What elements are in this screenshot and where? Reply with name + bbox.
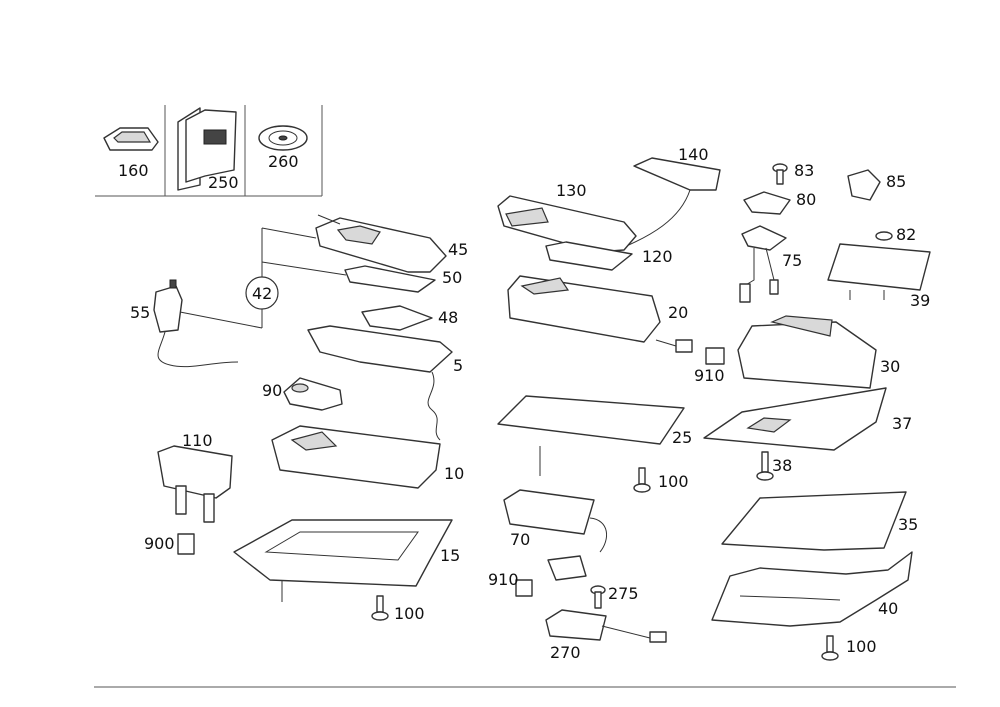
part-910-connector-a xyxy=(705,347,725,365)
part-5-holder xyxy=(307,325,453,441)
part-140-cover xyxy=(633,157,721,191)
part-100-screw-a xyxy=(371,595,389,621)
label-15: 15 xyxy=(440,546,460,565)
label-70: 70 xyxy=(510,530,530,549)
label-10: 10 xyxy=(444,464,464,483)
label-82: 82 xyxy=(896,225,916,244)
label-30: 30 xyxy=(880,357,900,376)
part-260-cd xyxy=(258,125,308,151)
part-50-adapter-plate xyxy=(344,265,436,293)
label-55: 55 xyxy=(130,303,150,322)
part-900-connector xyxy=(177,533,195,555)
label-25: 25 xyxy=(672,428,692,447)
part-100-screw-c xyxy=(821,635,839,661)
label-35: 35 xyxy=(898,515,918,534)
part-70-module xyxy=(503,489,608,553)
label-45: 45 xyxy=(448,240,468,259)
part-48-insert xyxy=(361,305,433,331)
label-75: 75 xyxy=(782,251,802,270)
part-40-frame xyxy=(711,551,913,627)
part-75-harness xyxy=(739,225,787,303)
part-39-bracket xyxy=(827,243,931,300)
label-275: 275 xyxy=(608,584,639,603)
label-100-c: 100 xyxy=(846,637,877,656)
part-35-plate xyxy=(721,491,907,551)
part-20-cradle xyxy=(507,275,693,353)
label-160: 160 xyxy=(118,161,149,180)
label-250: 250 xyxy=(208,173,239,192)
part-10-base xyxy=(271,425,441,489)
part-90-cap xyxy=(283,377,343,411)
part-45-phone xyxy=(315,214,447,273)
label-120: 120 xyxy=(642,247,673,266)
part-130-phone xyxy=(497,195,637,253)
part-275-screw xyxy=(590,585,606,609)
accessory-frame xyxy=(95,105,323,197)
part-15-tray xyxy=(233,519,453,602)
label-42: 42 xyxy=(252,284,272,303)
label-260: 260 xyxy=(268,152,299,171)
label-40: 40 xyxy=(878,599,898,618)
label-48: 48 xyxy=(438,308,458,327)
part-100-screw-b xyxy=(633,467,651,493)
part-37-plate xyxy=(703,387,887,451)
part-270-unit xyxy=(545,609,667,643)
label-910-a: 910 xyxy=(694,366,725,385)
part-83-screw xyxy=(772,163,788,185)
label-90: 90 xyxy=(262,381,282,400)
part-25-plate xyxy=(497,395,685,476)
part-82-nut xyxy=(875,231,893,241)
part-910-connector-b xyxy=(515,555,587,597)
callout-42 xyxy=(179,227,347,329)
part-110-switch xyxy=(157,445,233,523)
label-5: 5 xyxy=(453,356,463,375)
arrow-140 xyxy=(621,189,691,249)
part-85-clip xyxy=(847,169,881,201)
label-910-b: 910 xyxy=(488,570,519,589)
label-37: 37 xyxy=(892,414,912,433)
part-250-manuals xyxy=(177,107,237,191)
label-100-a: 100 xyxy=(394,604,425,623)
label-85: 85 xyxy=(886,172,906,191)
label-270: 270 xyxy=(550,643,581,662)
label-83: 83 xyxy=(794,161,814,180)
label-20: 20 xyxy=(668,303,688,322)
label-140: 140 xyxy=(678,145,709,164)
label-110: 110 xyxy=(182,431,213,450)
label-50: 50 xyxy=(442,268,462,287)
part-80-cover xyxy=(743,191,791,215)
part-160-cover xyxy=(103,127,159,151)
part-38-screw xyxy=(756,451,774,481)
part-30-cradle xyxy=(737,315,877,389)
part-55-charger xyxy=(153,279,239,368)
label-38: 38 xyxy=(772,456,792,475)
label-900: 900 xyxy=(144,534,175,553)
part-120-plate xyxy=(545,241,633,271)
label-39: 39 xyxy=(910,291,930,310)
label-130: 130 xyxy=(556,181,587,200)
label-100-b: 100 xyxy=(658,472,689,491)
label-80: 80 xyxy=(796,190,816,209)
